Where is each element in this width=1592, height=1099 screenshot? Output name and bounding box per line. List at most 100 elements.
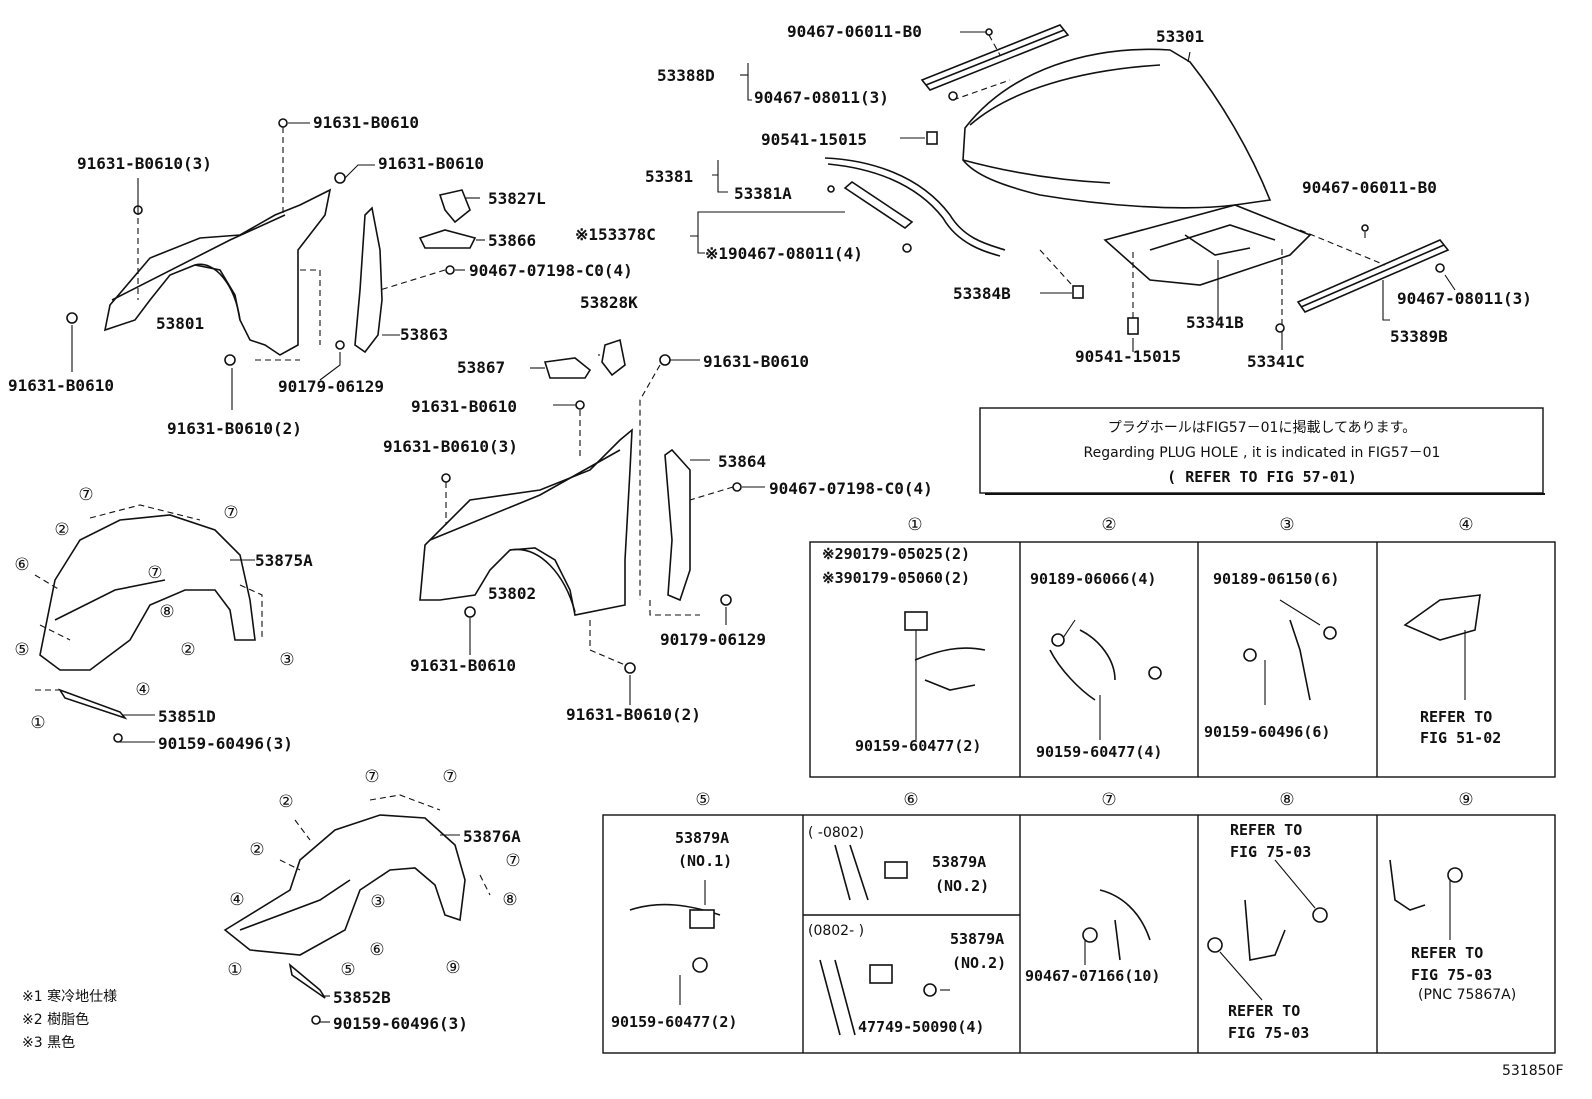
label-53851d: 53851D [158, 707, 216, 726]
footnote-1: ※1 寒冷地仕様 [22, 988, 117, 1005]
d1-label-c: 90159-60477(2) [855, 737, 981, 755]
d4-label-b: FIG 51-02 [1420, 729, 1501, 747]
callout-7: ⑦ [505, 851, 520, 871]
hood-weatherstrip-53389b [1296, 239, 1450, 313]
label-91631-b0610-d: 91631-B0610 [411, 397, 517, 416]
footnote-2: ※2 樹脂色 [22, 1011, 89, 1028]
label-53875a: 53875A [255, 551, 313, 570]
detail-grid-top [809, 541, 1556, 778]
d9-label-a: REFER TO [1411, 944, 1483, 962]
callout-7: ⑦ [364, 767, 379, 787]
d5-label-a: 53879A [675, 829, 729, 847]
callout-5: ⑤ [340, 960, 355, 980]
label-53852b: 53852B [333, 988, 391, 1007]
detail-header-3: ③ [1279, 515, 1294, 535]
label-53341c: 53341C [1247, 352, 1305, 371]
d8-label-d: FIG 75-03 [1228, 1024, 1309, 1042]
part-labels: 90467-06011-B0 53301 53388D 90467-08011(… [8, 22, 1532, 1033]
fender-liner-53863 [354, 206, 383, 354]
label-90467-06011-b0: 90467-06011-B0 [787, 22, 922, 41]
label-53867: 53867 [457, 358, 505, 377]
label-91631-b0610-3-b: 91631-B0610(3) [383, 437, 518, 456]
detail-header-9: ⑨ [1458, 790, 1473, 810]
label-90467-06011-b0-r: 90467-06011-B0 [1302, 178, 1437, 197]
d8-label-a: REFER TO [1230, 821, 1302, 839]
d3-label-b: 90159-60496(6) [1204, 723, 1330, 741]
callout-4: ④ [229, 890, 244, 910]
detail-header-6: ⑥ [903, 790, 918, 810]
detail-sketches [629, 594, 1481, 1036]
d5-label-b: (NO.1) [678, 852, 732, 870]
hood-assembly [690, 24, 1456, 352]
d6-label-d: (NO.2) [952, 954, 1006, 972]
figure-code: 531850F [1502, 1063, 1564, 1079]
label-90159-60496-3: 90159-60496(3) [158, 734, 293, 753]
callout-2: ② [54, 520, 69, 540]
d2-label-b: 90159-60477(4) [1036, 743, 1162, 761]
d9-label-c: (PNC 75867A) [1418, 987, 1516, 1003]
callout-1: ① [30, 713, 45, 733]
d1-label-b: ※390179-05060(2) [822, 569, 970, 587]
label-90179-06129: 90179-06129 [278, 377, 384, 396]
label-91631-b0610-c: 91631-B0610 [703, 352, 809, 371]
hood-seal-53378c [843, 180, 914, 230]
label-53381a: 53381A [734, 184, 792, 203]
callout-6: ⑥ [369, 940, 384, 960]
fender-53801 [66, 118, 485, 410]
d6-label-b: (NO.2) [935, 877, 989, 895]
d7-label-a: 90467-07166(10) [1025, 967, 1160, 985]
detail-header-8: ⑧ [1279, 790, 1294, 810]
label-91631-b0610-2-b: 91631-B0610(2) [566, 705, 701, 724]
d6-label-e: 47749-50090(4) [858, 1018, 984, 1036]
label-90179-06129-b: 90179-06129 [660, 630, 766, 649]
label-53341b: 53341B [1186, 313, 1244, 332]
callout-7: ⑦ [147, 563, 162, 583]
label-53301: 53301 [1156, 27, 1204, 46]
callout-5: ⑤ [14, 640, 29, 660]
label-90467-08011-4: ※190467-08011(4) [705, 244, 863, 263]
detail-labels: ※290179-05025(2) ※390179-05060(2) 90159-… [611, 545, 1516, 1042]
callout-2: ② [180, 640, 195, 660]
hood-seal-53381 [824, 157, 1006, 251]
callout-7: ⑦ [223, 503, 238, 523]
label-53866: 53866 [488, 231, 536, 250]
footnote-3: ※3 黒色 [22, 1034, 75, 1051]
detail-header-2: ② [1101, 515, 1116, 535]
callout-4: ④ [135, 680, 150, 700]
hood-insulator-53341b [1103, 204, 1312, 286]
plug-note-jp: プラグホールはFIG57－01に掲載してあります。 [1108, 420, 1416, 436]
detail-grid-bottom [602, 814, 1556, 1054]
hood-panel-53301 [962, 48, 1272, 209]
d5-label-c: 90159-60477(2) [611, 1013, 737, 1031]
callout-9: ⑨ [445, 958, 460, 978]
label-91631-b0610-e: 91631-B0610 [410, 656, 516, 675]
label-90159-60496-3-b: 90159-60496(3) [333, 1014, 468, 1033]
detail-header-4: ④ [1458, 515, 1473, 535]
label-53863: 53863 [400, 325, 448, 344]
label-91631-b0610-2: 91631-B0610(2) [167, 419, 302, 438]
label-90467-08011-3-b: 90467-08011(3) [1397, 289, 1532, 308]
d8-label-c: REFER TO [1228, 1002, 1300, 1020]
d6-range-b: (0802- ) [808, 923, 864, 939]
label-91631-b0610-3: 91631-B0610(3) [77, 154, 212, 173]
label-53381: 53381 [645, 167, 693, 186]
detail-header-1: ① [907, 515, 922, 535]
callout-7: ⑦ [78, 485, 93, 505]
callout-2: ② [278, 792, 293, 812]
label-53827l: 53827L [488, 189, 546, 208]
callout-8: ⑧ [502, 890, 517, 910]
label-91631-b0610-left: 91631-B0610 [8, 376, 114, 395]
label-53389b: 53389B [1390, 327, 1448, 346]
d9-label-b: FIG 75-03 [1411, 966, 1492, 984]
label-90467-07198-c0-4-b: 90467-07198-C0(4) [769, 479, 933, 498]
callout-3: ③ [370, 892, 385, 912]
detail-header-5: ⑤ [695, 790, 710, 810]
d4-label-a: REFER TO [1420, 708, 1492, 726]
label-91631-b0610-b: 91631-B0610 [378, 154, 484, 173]
d6-label-c: 53879A [950, 930, 1004, 948]
fender-liner-53864 [664, 448, 691, 602]
label-53801: 53801 [156, 314, 204, 333]
label-53388d: 53388D [657, 66, 715, 85]
fender-53802 [419, 338, 765, 705]
